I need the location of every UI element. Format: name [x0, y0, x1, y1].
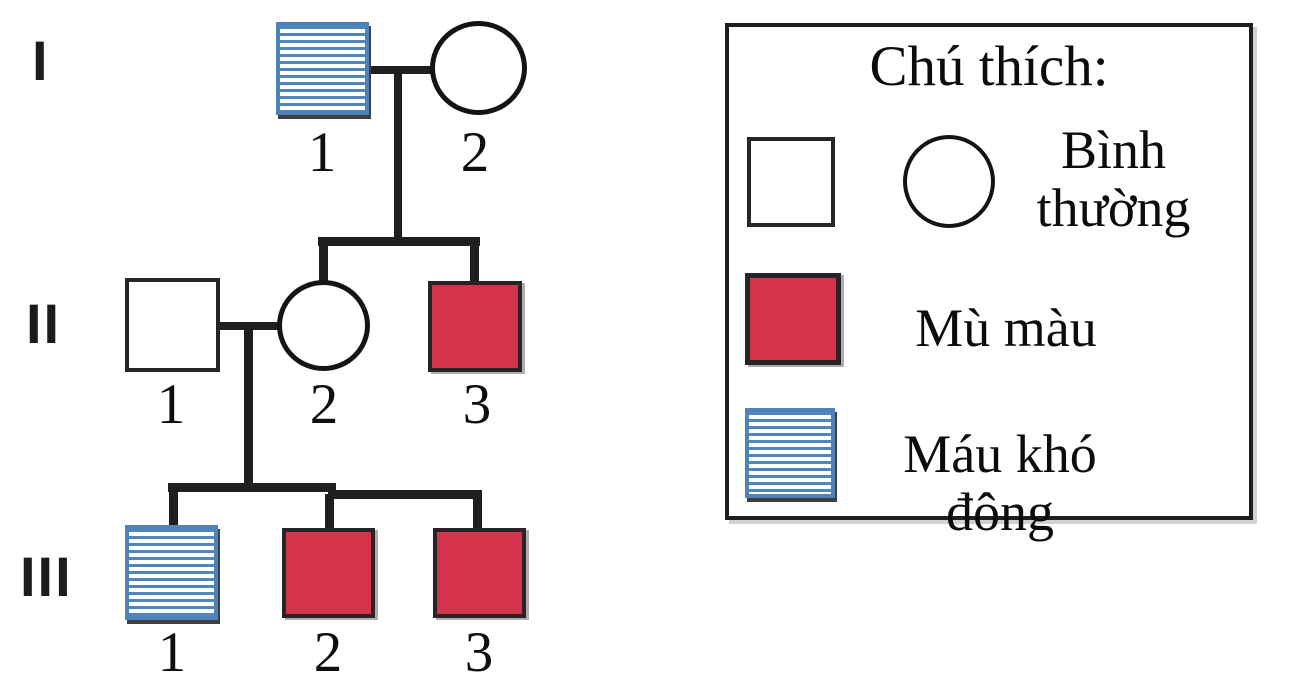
individual-II-3-number: 3 [462, 373, 492, 436]
line-sibship-III-right [328, 490, 482, 499]
individual-I-2-normal-female-circle [430, 21, 527, 115]
legend-normal-circle-icon [903, 135, 995, 228]
legend-label-hemophilia: Máu khó đông [903, 424, 1097, 542]
legend-colorblind-square-icon [745, 273, 841, 365]
legend-label-colorblind: Mù màu [915, 298, 1097, 358]
individual-III-3-colorblind-male-square [433, 528, 526, 618]
individual-II-2-normal-female-circle [277, 280, 370, 371]
line-drop-III-2 [325, 494, 334, 530]
legend-title: Chú thích: [869, 35, 1109, 98]
line-sibship-II [318, 237, 480, 246]
individual-I-1-number: 1 [307, 121, 337, 184]
generation-label-I: I [32, 29, 50, 92]
line-drop-III-3 [473, 494, 482, 530]
individual-II-1-number: 1 [156, 373, 186, 436]
individual-I-2-number: 2 [460, 121, 490, 184]
legend-hemophilia-square-icon [745, 408, 835, 498]
generation-label-II: II [26, 292, 62, 355]
line-drop-III-1 [169, 487, 178, 527]
individual-III-1-hemophilia-male-square [125, 525, 218, 620]
individual-III-1-number: 1 [157, 621, 187, 684]
line-sibship-III-left [168, 483, 336, 492]
individual-III-2-number: 2 [313, 621, 343, 684]
individual-II-3-colorblind-male-square [428, 281, 522, 372]
individual-III-3-number: 3 [464, 621, 494, 684]
line-descent-I-to-II [394, 70, 402, 244]
individual-II-1-normal-male-square [125, 278, 220, 372]
line-drop-II-3 [470, 240, 479, 285]
individual-II-2-number: 2 [309, 373, 339, 436]
legend-normal-square-icon [747, 137, 835, 227]
line-descent-II-to-III [244, 326, 253, 488]
generation-label-III: III [20, 545, 73, 608]
legend-label-normal: Bình thường [1036, 120, 1191, 238]
line-drop-II-2 [319, 240, 328, 282]
individual-I-1-hemophilia-male-square [276, 22, 369, 115]
individual-III-2-colorblind-male-square [282, 528, 375, 618]
